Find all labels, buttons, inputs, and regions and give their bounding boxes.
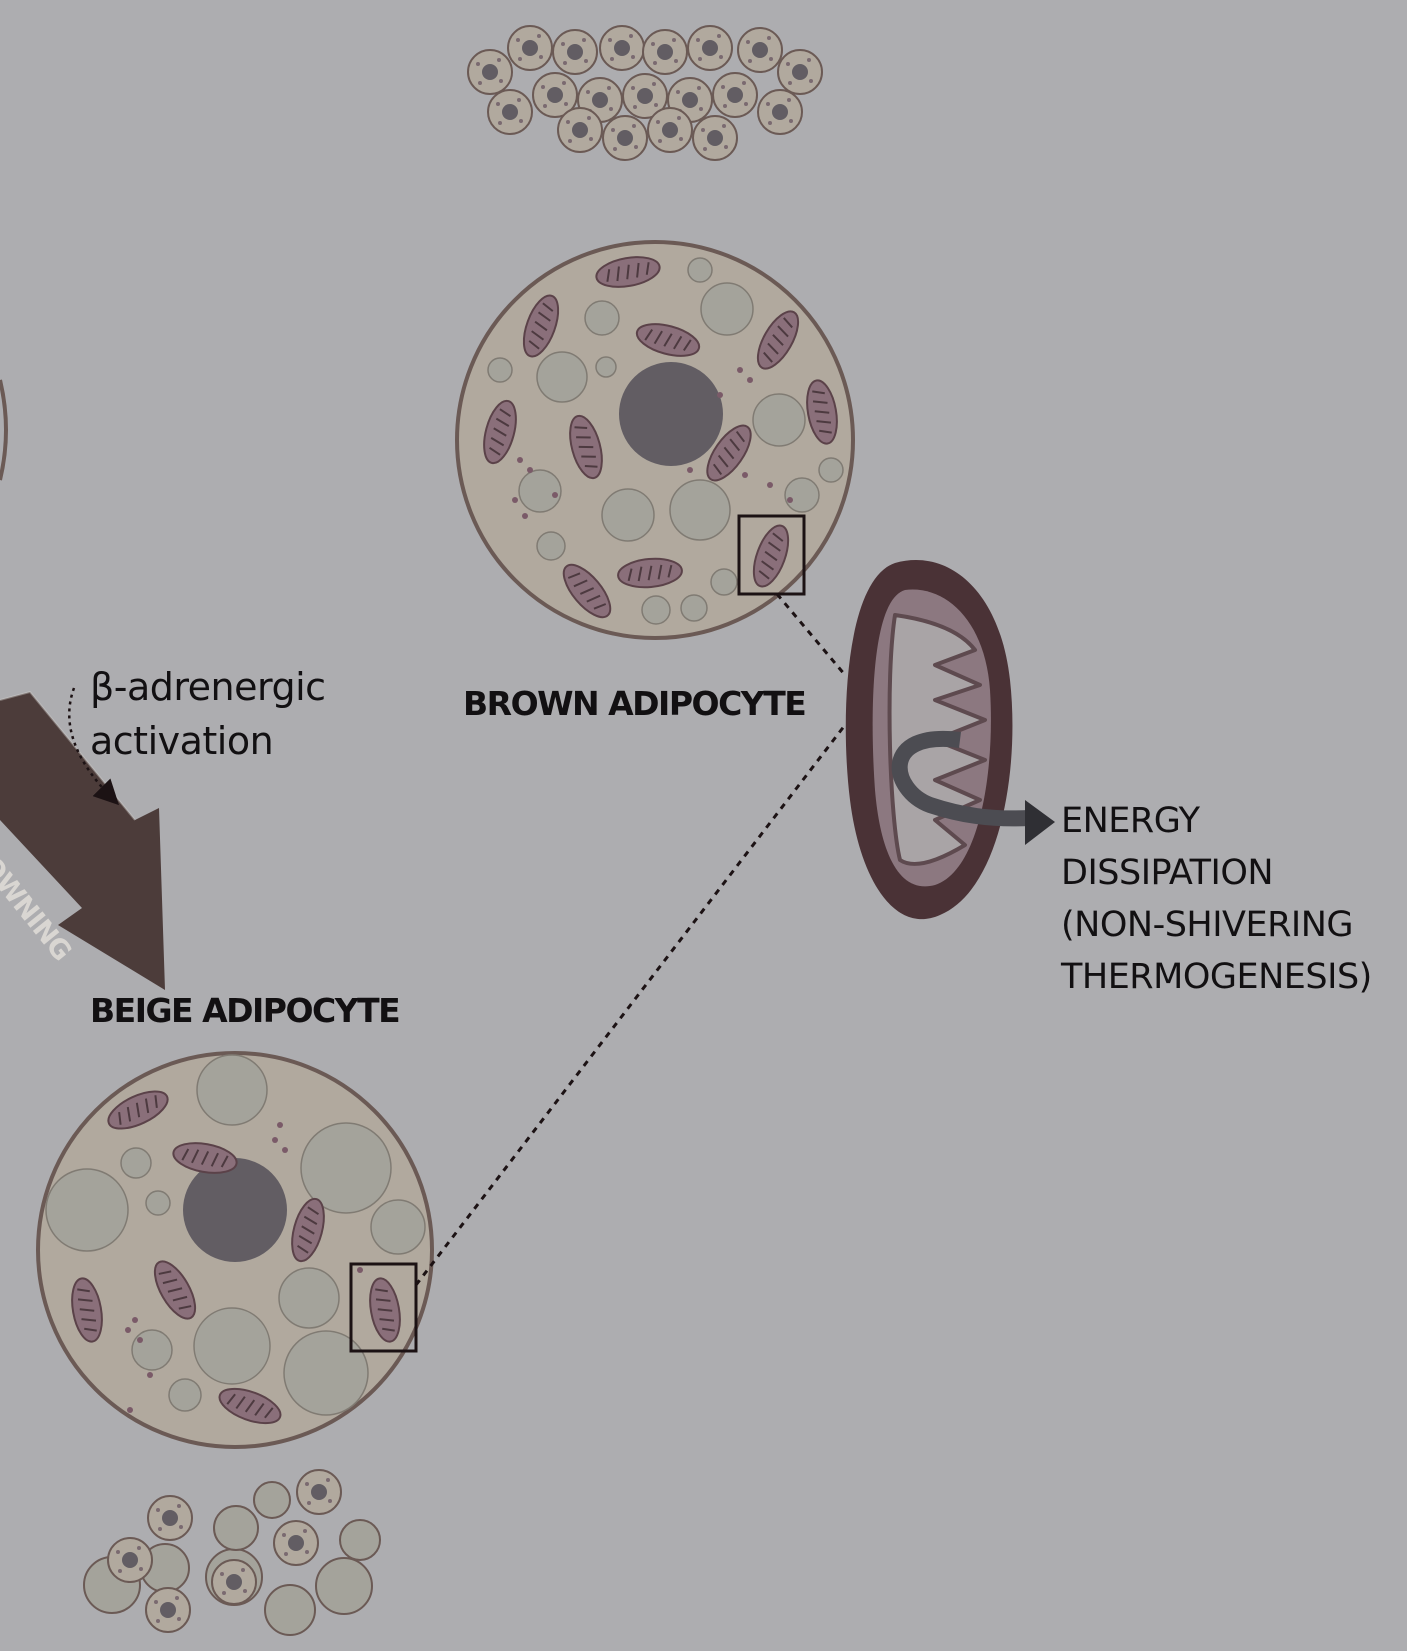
energy-line-3: (NON-SHIVERING bbox=[1061, 905, 1354, 945]
beta-activation-line-2: activation bbox=[90, 719, 274, 763]
browning-arrow bbox=[0, 690, 165, 990]
brown-adipocyte-label: BROWN ADIPOCYTE bbox=[463, 684, 807, 723]
energy-curl-arrow bbox=[891, 730, 1055, 845]
energy-dissipation-label: ENERGY DISSIPATION (NON-SHIVERING THERMO… bbox=[1061, 795, 1372, 1003]
tissue-cluster-top-icon bbox=[467, 25, 823, 161]
energy-line-4: THERMOGENESIS) bbox=[1061, 957, 1372, 997]
tissue-cluster-bottom-icon bbox=[83, 1469, 381, 1636]
beta-activation-line-1: β-adrenergic bbox=[90, 665, 326, 709]
beige-adipocyte-icon bbox=[36, 1051, 434, 1449]
connector-lines bbox=[414, 593, 847, 1286]
beta-activation-arrow bbox=[68, 687, 120, 806]
energy-line-2: DISSIPATION bbox=[1061, 853, 1274, 893]
beige-adipocyte-label: BEIGE ADIPOCYTE bbox=[90, 991, 401, 1030]
energy-line-1: ENERGY bbox=[1061, 801, 1200, 841]
brown-adipocyte-icon bbox=[455, 240, 855, 640]
partial-cell-edge bbox=[0, 379, 8, 481]
beta-activation-label: β-adrenergic activation bbox=[90, 660, 326, 768]
